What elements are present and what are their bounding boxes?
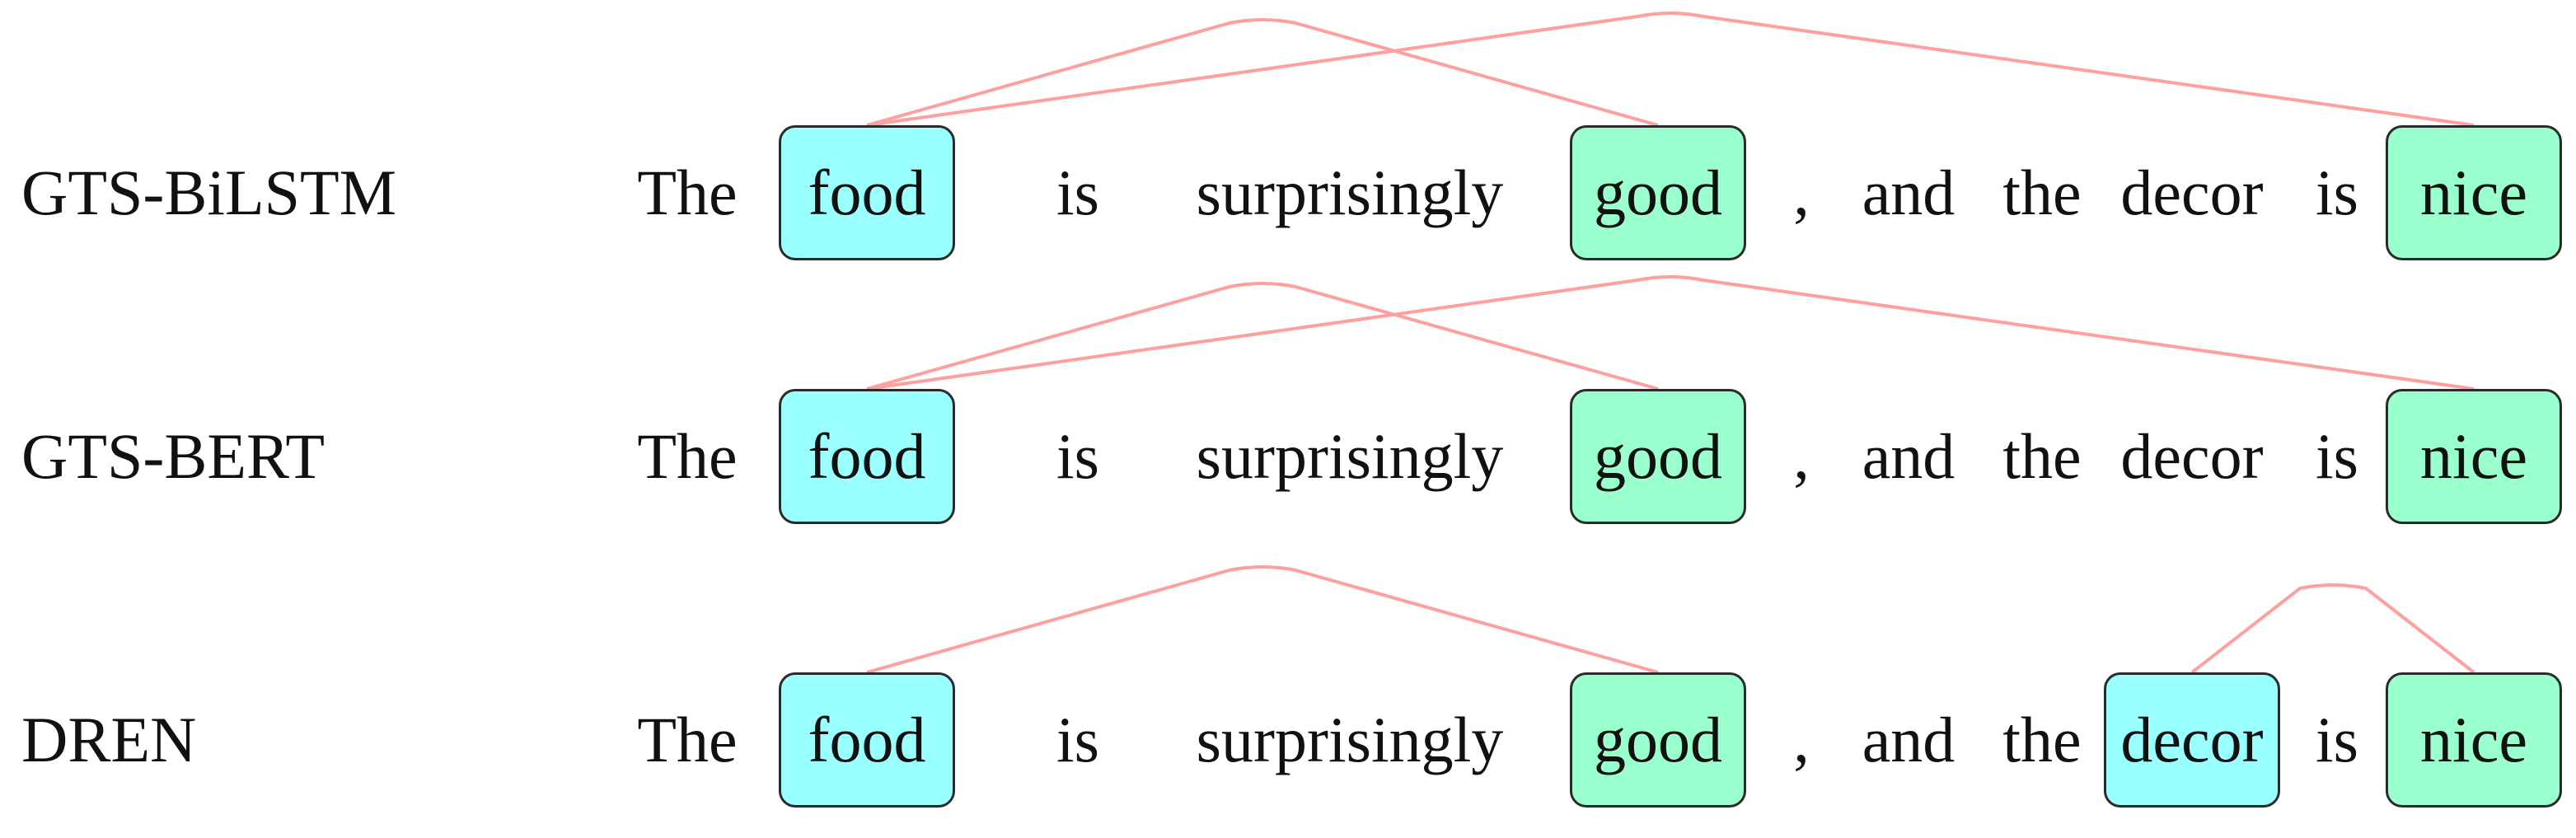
opinion-term-box xyxy=(1570,672,1746,808)
token-is: is xyxy=(1056,704,1100,775)
token-good: good xyxy=(1594,157,1722,228)
aspect-term-box xyxy=(2104,672,2280,808)
token-nice: nice xyxy=(2420,157,2527,228)
opinion-term-box xyxy=(1570,389,1746,524)
token-good: good xyxy=(1594,420,1722,492)
token-comma: , xyxy=(1793,704,1810,775)
pair-link xyxy=(866,12,2475,127)
token-nice: nice xyxy=(2420,704,2527,775)
opinion-term-box xyxy=(2386,389,2562,524)
token-is: is xyxy=(2315,704,2359,775)
token-the: The xyxy=(637,157,738,228)
token-is: is xyxy=(1056,157,1100,228)
token-the: The xyxy=(637,420,738,492)
pair-link xyxy=(866,18,1659,127)
pair-link xyxy=(866,565,1659,674)
token-is: is xyxy=(2315,420,2359,492)
token-food: food xyxy=(808,157,926,228)
token-and: and xyxy=(1862,420,1955,492)
token-decor: decor xyxy=(2120,704,2264,775)
token-decor: decor xyxy=(2120,420,2264,492)
pair-link xyxy=(866,275,2475,391)
token-surprisingly: surprisingly xyxy=(1196,157,1504,228)
model-label: GTS-BERT xyxy=(21,420,325,492)
pair-link xyxy=(2190,583,2475,674)
token-comma: , xyxy=(1793,157,1810,228)
token-the: the xyxy=(2002,704,2082,775)
opinion-term-box xyxy=(1570,125,1746,260)
token-surprisingly: surprisingly xyxy=(1196,420,1504,492)
token-food: food xyxy=(808,420,926,492)
token-food: food xyxy=(808,704,926,775)
token-nice: nice xyxy=(2420,420,2527,492)
model-label: DREN xyxy=(21,704,197,775)
aspect-term-box xyxy=(779,389,955,524)
token-the: the xyxy=(2002,420,2082,492)
token-is: is xyxy=(1056,420,1100,492)
opinion-term-box xyxy=(2386,125,2562,260)
token-the: the xyxy=(2002,157,2082,228)
token-is: is xyxy=(2315,157,2359,228)
model-label: GTS-BiLSTM xyxy=(21,157,397,228)
token-good: good xyxy=(1594,704,1722,775)
token-and: and xyxy=(1862,157,1955,228)
token-surprisingly: surprisingly xyxy=(1196,704,1504,775)
token-the: The xyxy=(637,704,738,775)
token-decor: decor xyxy=(2120,157,2264,228)
opinion-term-box xyxy=(2386,672,2562,808)
token-and: and xyxy=(1862,704,1955,775)
aspect-term-box xyxy=(779,672,955,808)
token-comma: , xyxy=(1793,420,1810,492)
pair-link xyxy=(866,282,1659,391)
aspect-term-box xyxy=(779,125,955,260)
